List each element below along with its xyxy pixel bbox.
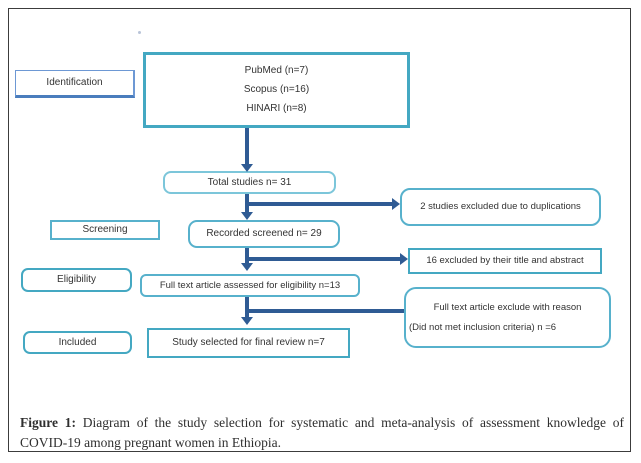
node-text: 16 excluded by their title and abstract [426,255,584,267]
figure-caption-label: Figure 1: [20,414,76,430]
arrowhead-down-icon [241,212,253,220]
arrowhead-right-icon [400,253,408,265]
stage-label-text: Identification [46,77,103,88]
stage-label-screening: Screening [50,220,160,240]
node-text: Total studies n= 31 [207,176,292,188]
stage-label-included: Included [23,331,132,354]
arrow-fulltext-to-selected [245,297,249,317]
arrowhead-down-icon [241,164,253,172]
source-pubmed: PubMed (n=7) [244,64,309,76]
node-text: Recorded screened n= 29 [206,228,322,239]
figure-caption: Figure 1: Diagram of the study selection… [20,413,624,455]
arrowhead-right-icon [392,198,400,210]
stage-label-text: Included [58,336,97,348]
node-text-line2: (Did not met inclusion criteria) n =6 [409,321,557,333]
arrowhead-down-icon [241,317,253,325]
node-total-studies: Total studies n= 31 [163,171,336,194]
arrow-branch-title-abstract [245,257,400,261]
arrow-recorded-to-fulltext [245,248,249,264]
stage-label-identification: Identification [15,70,135,98]
node-study-selected: Study selected for final review n=7 [147,328,350,358]
arrow-sources-to-total [245,128,249,164]
stage-label-text: Screening [82,224,128,235]
node-excluded-fulltext-reason: Full text article exclude with reason (D… [404,287,611,348]
node-excluded-duplications: 2 studies excluded due to duplications [400,188,601,226]
node-recorded-screened: Recorded screened n= 29 [188,220,340,248]
stage-label-eligibility: Eligibility [21,268,132,292]
connector-branch-fulltext-excluded [245,309,404,313]
arrowhead-down-icon [241,263,253,271]
node-database-sources: PubMed (n=7) Scopus (n=16) HINARI (n=8) [143,52,410,128]
source-hinari: HINARI (n=8) [246,103,307,115]
stage-label-text: Eligibility [57,274,96,285]
node-text-line1: Full text article exclude with reason [433,302,582,314]
source-scopus: Scopus (n=16) [243,83,310,95]
figure-caption-text: Diagram of the study selection for syste… [20,414,624,451]
node-text: 2 studies excluded due to duplications [420,201,581,213]
node-excluded-title-abstract: 16 excluded by their title and abstract [408,248,602,274]
stray-mark-artifact [138,31,141,34]
node-text: Study selected for final review n=7 [172,337,325,348]
node-text: Full text article assessed for eligibili… [159,279,341,291]
node-fulltext-assessed: Full text article assessed for eligibili… [140,274,360,297]
arrow-branch-duplications [245,202,392,206]
